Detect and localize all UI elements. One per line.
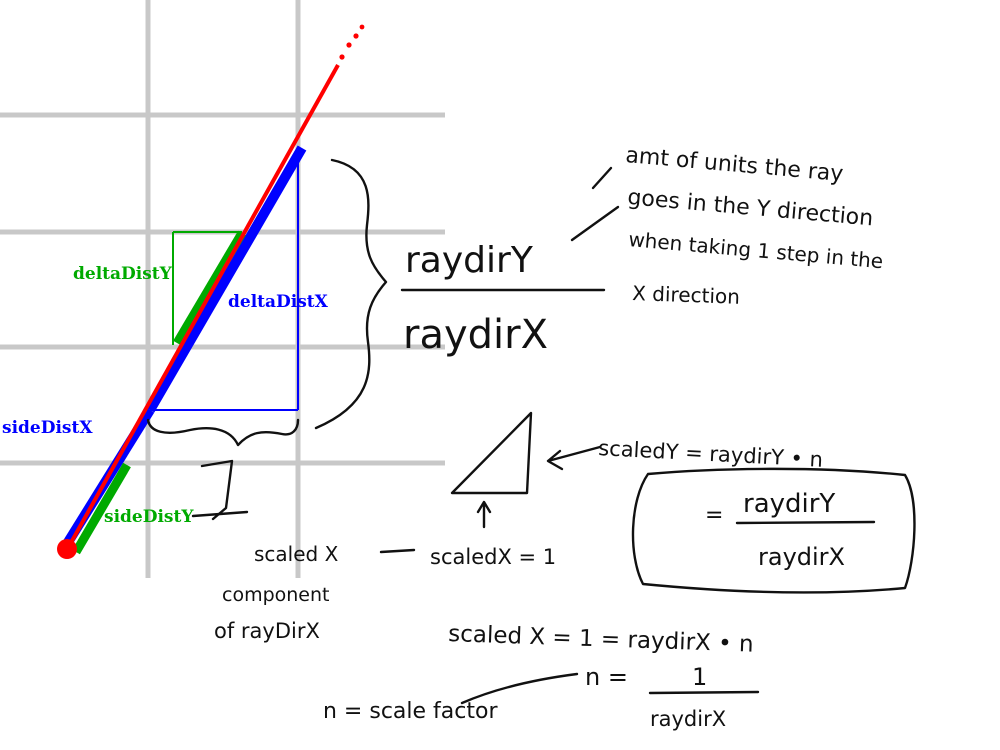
n-fraction-bar [648,690,760,695]
vertical-brace [314,158,388,430]
scaled-x-equation-2: scaled X = 1 = raydirX • n [448,621,754,658]
label-delta-dist-x: deltaDistX [228,292,329,312]
horizontal-brace [146,418,300,447]
arrow-scaled-y [546,445,602,471]
explain-line-1: amt of units the ray [624,143,844,187]
component-line-2: of rayDirX [214,619,320,643]
ray-line [66,64,340,549]
ray-dot-4 [359,24,365,30]
explain-line-2: goes in the Y direction [626,185,874,231]
arrow-scaled-x [476,500,492,529]
label-side-dist-y: sideDistY [104,507,194,527]
equation-box [631,467,916,594]
scale-factor-note: n = scale factor [323,699,498,724]
scaled-x-equation-1: scaledX = 1 [430,545,556,569]
boxed-equals: = [705,503,723,528]
n-equation: n = [585,663,628,691]
n-numerator: 1 [692,663,707,691]
boxed-fraction-bar [735,520,876,525]
ray [57,24,365,559]
explain-line-4: X direction [632,281,740,309]
component-line-1: component [222,584,330,606]
ray-dot-1 [339,54,345,60]
n-denominator: raydirX [650,707,726,731]
delta-dist-x-segment [145,145,307,413]
scaled-x-label: scaled X [254,542,339,566]
side-dist-y-tick [200,459,234,521]
fraction-bottom: raydirX [403,312,548,358]
fraction-top: raydirY [405,240,534,281]
scale-factor-arc [460,672,579,705]
delta-dist-x-triangle [150,148,299,411]
ray-dot-2 [346,42,352,48]
dash-scaled-x [379,548,416,554]
label-side-dist-x: sideDistX [2,418,93,438]
delta-dist-y-triangle [172,231,242,345]
small-triangle [450,411,533,495]
pointer-amt-line [591,166,613,190]
side-dist-y-segment [72,462,131,555]
ray-dot-3 [353,33,359,39]
underline-side-dist-y [191,510,249,518]
scaled-y-equation: scaledY = raydirY • n [598,436,824,472]
ray-origin [57,539,77,559]
boxed-denominator: raydirX [758,543,845,571]
boxed-numerator: raydirY [743,489,835,519]
delta-dist-y-segment [173,230,246,346]
label-delta-dist-y: deltaDistY [73,264,173,284]
pointer-when-line [570,205,620,242]
explain-line-3: when taking 1 step in the [628,227,885,273]
